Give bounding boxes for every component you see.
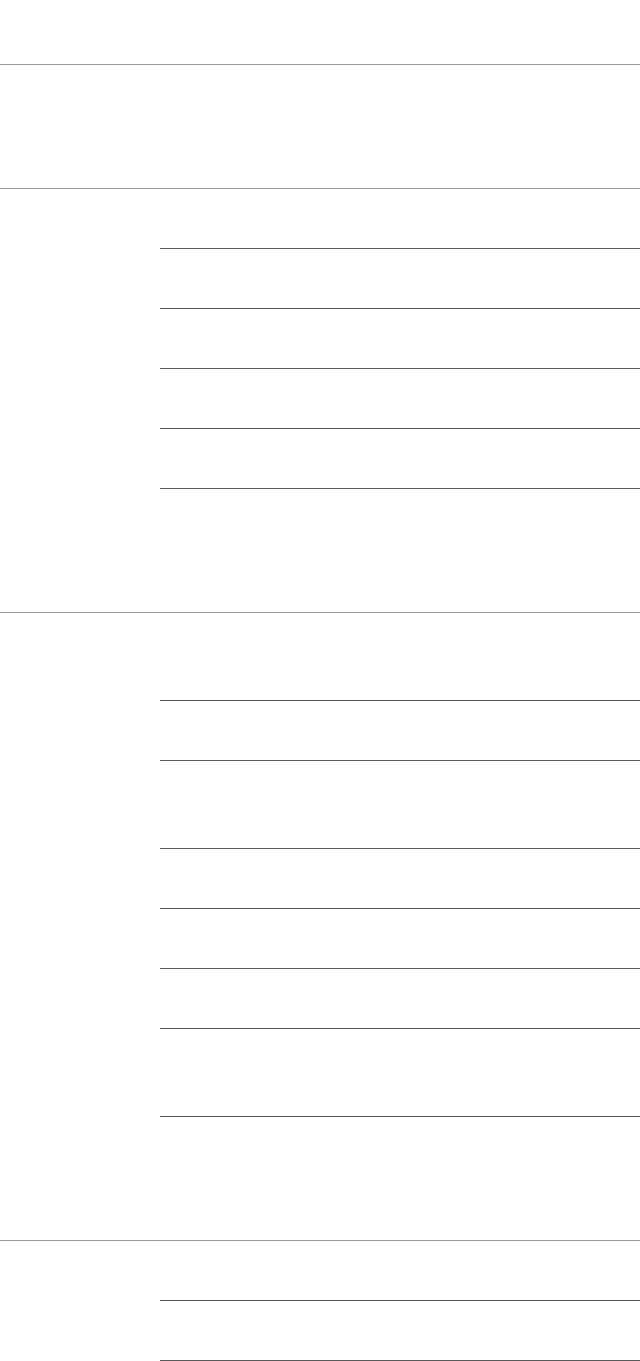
row-divider [160, 1300, 640, 1301]
list-item[interactable] [160, 701, 640, 760]
row-divider [160, 908, 640, 909]
row-divider [160, 308, 640, 309]
list-item[interactable] [160, 969, 640, 1028]
list-item[interactable] [160, 909, 640, 968]
row-divider [160, 700, 640, 701]
section-divider [0, 1240, 640, 1241]
row-divider [160, 368, 640, 369]
list-item[interactable] [160, 1301, 640, 1360]
list-item[interactable] [160, 249, 640, 308]
settings-section [0, 1241, 640, 1361]
list-item[interactable] [160, 613, 640, 700]
list-item[interactable] [160, 369, 640, 428]
list-item[interactable] [160, 489, 640, 612]
row-divider [160, 248, 640, 249]
row-divider [160, 848, 640, 849]
header-divider [0, 64, 640, 65]
settings-section [0, 189, 640, 612]
section-divider [0, 188, 640, 189]
settings-section [0, 613, 640, 1240]
intro-block [0, 65, 640, 188]
row-divider [160, 488, 640, 489]
list-item[interactable] [160, 761, 640, 848]
list-item[interactable] [160, 849, 640, 908]
list-item[interactable] [160, 1241, 640, 1300]
list-item[interactable] [160, 429, 640, 488]
list-item[interactable] [160, 189, 640, 248]
row-divider [160, 1116, 640, 1117]
row-divider [160, 760, 640, 761]
list-item[interactable] [160, 309, 640, 368]
list-item[interactable] [160, 1029, 640, 1116]
row-divider [160, 1028, 640, 1029]
page-header [0, 0, 640, 64]
section-divider [0, 612, 640, 613]
list-item[interactable] [160, 1117, 640, 1240]
row-divider [160, 968, 640, 969]
row-divider [160, 428, 640, 429]
